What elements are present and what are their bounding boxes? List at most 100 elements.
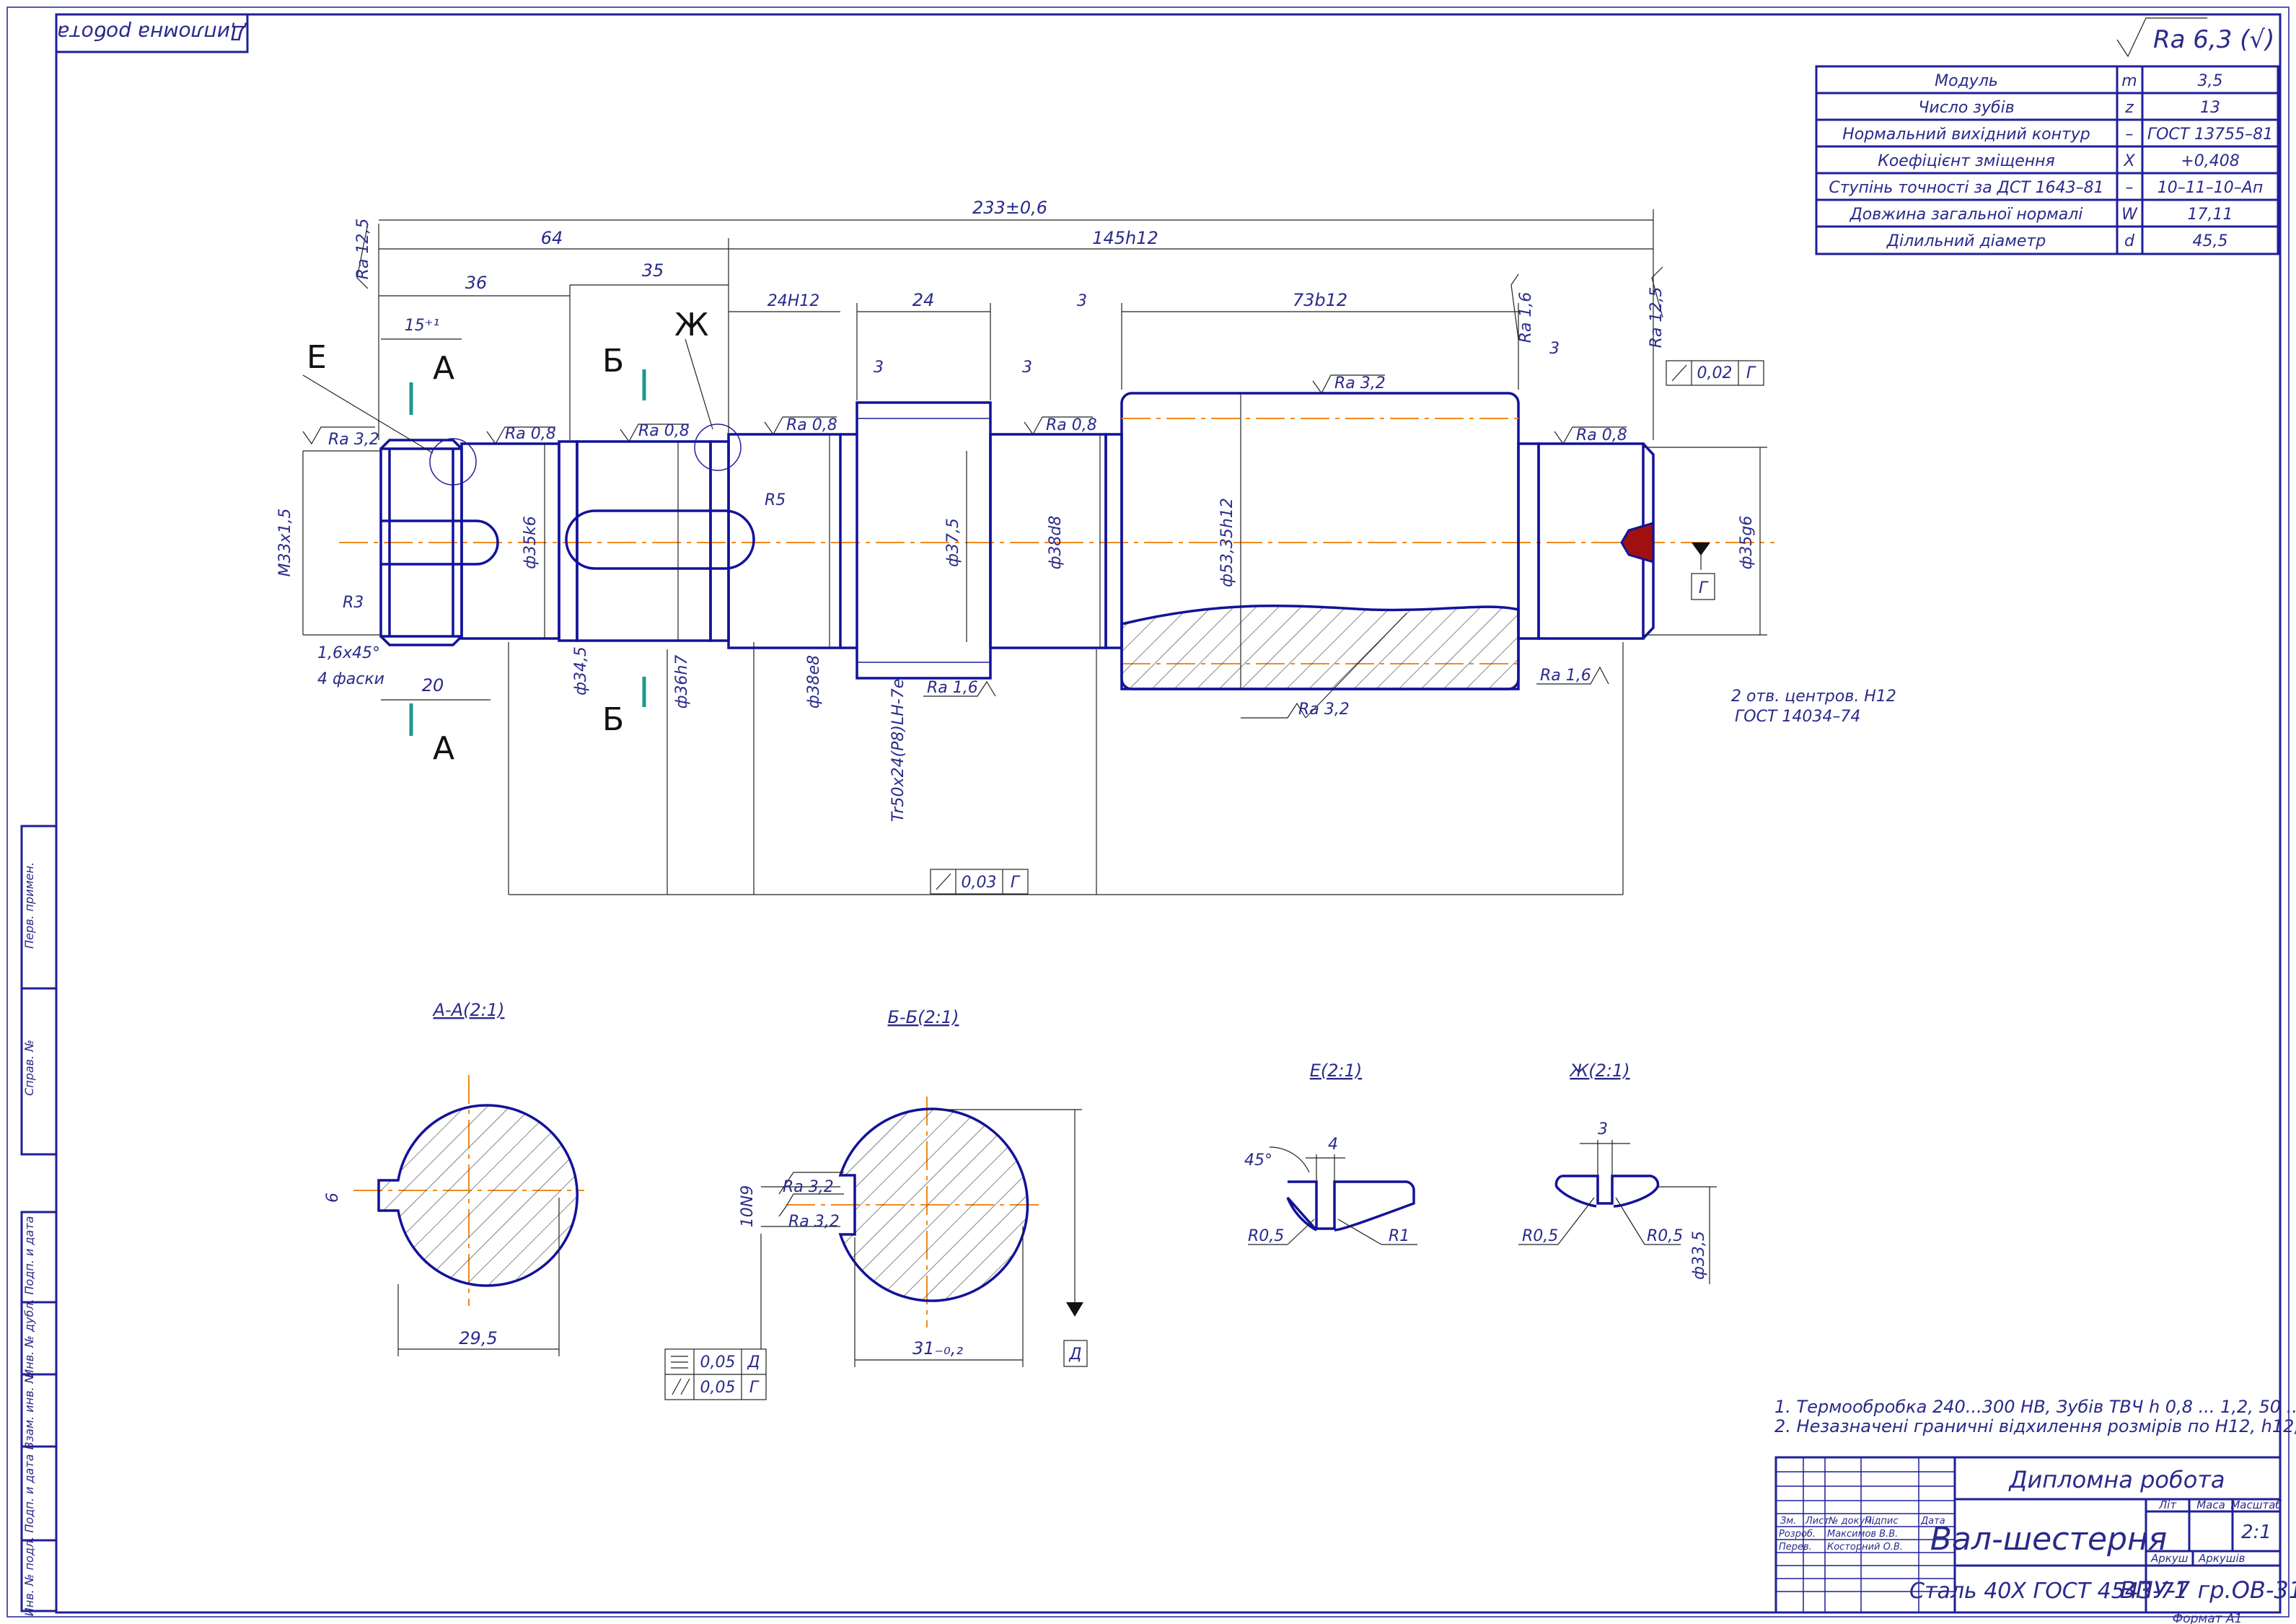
main-dim-texts: 233±0,6 64 145h12 36 35 24H12 24 3 3 3 7… <box>276 198 1896 822</box>
dim-phi36h7: ф36h7 <box>673 655 691 709</box>
note-1: 1. Термообробка 240...300 HB, Зубів ТВЧ … <box>1774 1397 2296 1417</box>
gear-row-3-value: +0,408 <box>2181 152 2239 170</box>
gear-row-1-value: 13 <box>2200 99 2220 117</box>
runout-top: 0,02 <box>1697 364 1733 382</box>
dim-24: 24 <box>912 290 935 310</box>
ra08-d: Ra 0,8 <box>1046 416 1097 434</box>
ra125-a: Ra 12,5 <box>354 219 372 280</box>
tb-col-izm: Зм. <box>1780 1516 1796 1527</box>
tech-notes: 1. Термообробка 240...300 HB, Зубів ТВЧ … <box>1774 1397 2296 1436</box>
top-left-stamp: Дипломна робота <box>55 13 249 53</box>
gear-table: Модуль m 3,5 Число зубів z 13 Нормальний… <box>1815 65 2279 255</box>
sec-bb-title: Б-Б(2:1) <box>888 1007 959 1027</box>
side-stamp: Перв. примен. Справ. № Подп. и дата Инв.… <box>20 825 58 1616</box>
dim-73: 73b12 <box>1293 290 1347 310</box>
tb-person-check: Косторний О.В. <box>1827 1542 1903 1553</box>
ra32-left: Ra 3,2 <box>328 431 379 449</box>
outer-frame <box>6 6 2290 1618</box>
tb-col-sheet: Лист <box>1805 1516 1829 1527</box>
det-e-title: Е(2:1) <box>1310 1061 1363 1081</box>
gear-row-4-param: Ступінь точності за ДСТ 1643–81 <box>1829 179 2103 197</box>
tb-scale-label: Масштаб <box>2230 1498 2282 1511</box>
dim-thread: Tr50х24(P8)LH-7e <box>889 679 907 822</box>
gear-row-1-symbol: z <box>2124 99 2134 117</box>
side-stamp-0: Перв. примен. <box>22 862 36 949</box>
dim-3b: 3 <box>1022 359 1032 377</box>
side-stamp-1: Справ. № <box>22 1040 36 1096</box>
ra16-b: Ra 1,6 <box>1540 667 1591 685</box>
side-stamp-5: Подп. и дата <box>22 1454 36 1533</box>
ra32-s2: Ra 3,2 <box>788 1213 840 1231</box>
tb-sheets-label: Аркушів <box>2198 1552 2246 1565</box>
dim-phi38e8: ф38е8 <box>805 655 823 708</box>
sec-aa-title: А-А(2:1) <box>432 1000 505 1020</box>
dim-20: 20 <box>422 675 444 695</box>
tb-role-check: Перев. <box>1779 1542 1812 1553</box>
dim-centers2: ГОСТ 14034–74 <box>1735 708 1860 726</box>
gear-row-0-value: 3,5 <box>2198 72 2223 90</box>
dim-phi35k6: ф35k6 <box>522 516 540 569</box>
dim-phi375: ф37,5 <box>944 518 962 567</box>
datum-g: Г <box>1699 579 1709 597</box>
shaft-main-view <box>339 392 1774 690</box>
ra125-b: Ra 12,5 <box>1648 287 1666 348</box>
side-stamp-6: Инв. № подл. <box>22 1537 36 1616</box>
dim-3d: 3 <box>1549 340 1560 358</box>
top-left-stamp-text: Дипломна робота <box>57 21 247 45</box>
dim-chamfer: 1,6х45° <box>317 644 380 662</box>
gear-row-6-symbol: d <box>2124 232 2135 250</box>
dim-phi38d8: ф38d8 <box>1047 516 1065 570</box>
side-stamp-4: Взам. инв. № <box>22 1371 36 1450</box>
dim-phi35g6: ф35g6 <box>1738 516 1756 570</box>
tb-part-name: Вал-шестерня <box>1930 1521 2168 1558</box>
det-zh-d3: 3 <box>1598 1120 1608 1138</box>
ra08-c: Ra 0,8 <box>786 416 837 434</box>
gear-row-0-param: Модуль <box>1935 72 1998 90</box>
dim-r5: R5 <box>765 491 786 509</box>
general-roughness-text: Ra 6,3 (√) <box>2153 25 2274 54</box>
gear-row-2-value: ГОСТ 13755–81 <box>2147 126 2273 144</box>
note-2: 2. Незазначені граничні відхилення розмі… <box>1774 1416 2296 1436</box>
gear-row-3-symbol: X <box>2123 152 2135 170</box>
sec-aa-d6: 6 <box>324 1193 342 1203</box>
dim-3c: 3 <box>1077 292 1087 310</box>
sec-aa-d295: 29,5 <box>459 1328 497 1348</box>
sym-base: Д <box>747 1353 760 1371</box>
tb-format: Формат А1 <box>2173 1612 2243 1624</box>
dim-3a: 3 <box>874 359 884 377</box>
det-zh-phi335: ф33,5 <box>1690 1231 1708 1280</box>
dim-r3: R3 <box>343 594 364 612</box>
ra32-top: Ra 3,2 <box>1334 374 1386 392</box>
gear-row-4-symbol: – <box>2126 179 2134 197</box>
ra08-e: Ra 0,8 <box>1576 426 1627 444</box>
tb-material: Сталь 40Х ГОСТ 4543-71 <box>1909 1579 2188 1604</box>
tb-col-date: Дата <box>1920 1516 1945 1527</box>
ra08-a: Ra 0,8 <box>505 425 556 443</box>
det-zh-title: Ж(2:1) <box>1568 1061 1629 1081</box>
gear-row-5-param: Довжина загальної нормалі <box>1849 206 2083 224</box>
gear-row-1-param: Число зубів <box>1918 99 2014 117</box>
side-stamp-3: Инв. № дубл. <box>22 1299 36 1377</box>
roughness-marks: Ra 3,2 Ra 0,8 Ra 0,8 Ra 0,8 Ra 0,8 Ra 0,… <box>302 219 1666 719</box>
tb-sheet-label: Аркуш <box>2150 1552 2189 1565</box>
datum-d: Д <box>1068 1346 1081 1364</box>
dim-64: 64 <box>541 228 563 248</box>
par-value: 0,05 <box>700 1379 736 1397</box>
tb-group: ВПУ-7 гр.ОВ-31 <box>2120 1576 2296 1604</box>
detail-zh: Ж(2:1) 3 R0,5 R0,5 ф33,5 <box>1518 1061 1717 1284</box>
label-Zh: Ж <box>674 307 708 343</box>
det-e-d4: 4 <box>1328 1136 1338 1154</box>
gear-row-2-symbol: – <box>2126 126 2134 144</box>
gear-row-6-param: Ділильний діаметр <box>1886 232 2046 250</box>
dim-centers: 2 отв. центров. H12 <box>1731 688 1896 706</box>
tb-col-doc: № докум. <box>1828 1516 1875 1527</box>
det-e-r1: R1 <box>1389 1227 1409 1245</box>
detail-e: Е(2:1) 4 45° R0,5 R1 <box>1244 1061 1417 1245</box>
ra32-bottom: Ra 3,2 <box>1298 701 1350 719</box>
tb-lit-label: Літ <box>2158 1498 2177 1511</box>
tb-scale-value: 2:1 <box>2241 1522 2271 1543</box>
ra32-s1: Ra 3,2 <box>783 1178 834 1196</box>
dim-24h12: 24H12 <box>767 292 820 310</box>
det-e-45: 45° <box>1244 1151 1272 1169</box>
